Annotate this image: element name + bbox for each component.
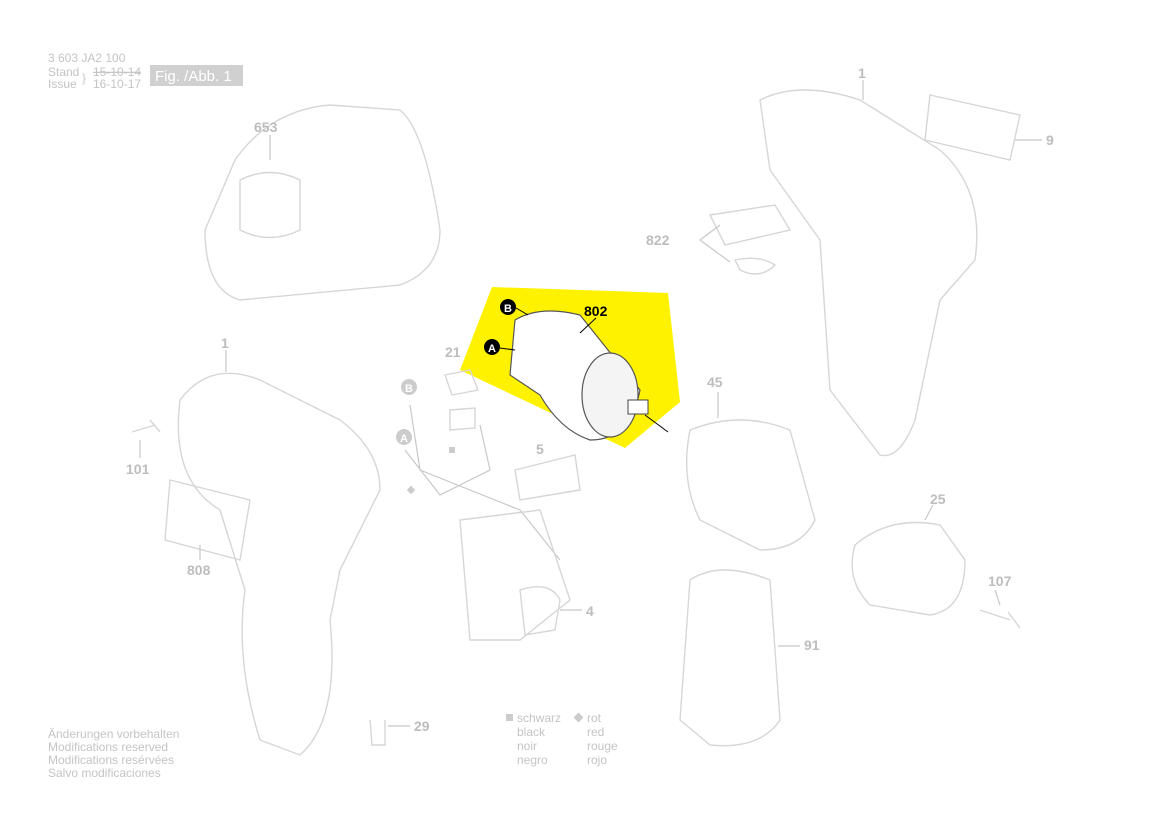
label-21: 21	[445, 344, 461, 360]
old-date: 15-10-14	[93, 65, 141, 79]
terminal-a: A	[488, 343, 496, 355]
stand-label: Stand	[48, 65, 79, 79]
terminal-a-marker	[484, 339, 500, 355]
label-4: 4	[586, 603, 594, 619]
label-822: 822	[646, 232, 670, 248]
figure-label-box	[150, 65, 243, 86]
label-808: 808	[187, 562, 211, 578]
housing-right-drawing	[759, 80, 1042, 457]
label-5: 5	[536, 441, 544, 457]
figure-label: Fig. /Abb. 1	[155, 68, 232, 85]
label-29: 29	[414, 718, 430, 734]
legend-red-en: red	[587, 725, 604, 739]
label-1-right: 1	[858, 65, 866, 81]
label-101: 101	[126, 461, 150, 477]
red-diamond-icon	[573, 712, 584, 723]
label-45: 45	[707, 374, 723, 390]
doc-number: 3 603 JA2 100	[48, 51, 126, 65]
issue-label: Issue	[48, 77, 77, 91]
wire-b-marker	[401, 379, 417, 395]
terminal-b-marker	[500, 299, 516, 315]
modifications-fr: Modifications resérvées	[48, 753, 174, 767]
modifications-en: Modifications reserved	[48, 740, 168, 754]
label-107: 107	[988, 573, 1012, 589]
legend-red-de: rot	[587, 711, 602, 725]
battery-drawing	[679, 569, 800, 747]
chuck-drawing	[851, 504, 966, 616]
motor-drawing	[499, 307, 669, 441]
gearbox-drawing	[686, 392, 816, 551]
label-25: 25	[930, 491, 946, 507]
label-1-left: 1	[221, 335, 229, 351]
terminal-b: B	[504, 303, 512, 315]
wiring-switch-drawing	[404, 369, 582, 641]
label-91: 91	[804, 637, 820, 653]
switch-cover-drawing	[699, 204, 792, 275]
black-square-icon	[506, 714, 513, 721]
legend-black-en: black	[517, 725, 546, 739]
housing-left-drawing	[131, 350, 381, 756]
screw-107-drawing	[979, 589, 1021, 629]
bracket: }	[82, 71, 86, 85]
legend-black-fr: noir	[517, 739, 537, 753]
label-653: 653	[254, 119, 278, 135]
wire-a: A	[400, 433, 408, 445]
legend-red-es: rojo	[587, 753, 607, 767]
label-9: 9	[1046, 132, 1054, 148]
legend-black-de: schwarz	[517, 711, 561, 725]
legend-black-es: negro	[517, 753, 548, 767]
modifications-de: Änderungen vorbehalten	[48, 727, 179, 741]
wire-b: B	[405, 383, 413, 395]
label-802: 802	[584, 303, 608, 319]
new-date: 16-10-17	[93, 77, 141, 91]
wire-a-marker	[396, 429, 412, 445]
clip-drawing	[369, 719, 410, 746]
charger-drawing	[204, 104, 441, 301]
modifications-es: Salvo modificaciones	[48, 766, 161, 780]
legend-red-fr: rouge	[587, 739, 618, 753]
